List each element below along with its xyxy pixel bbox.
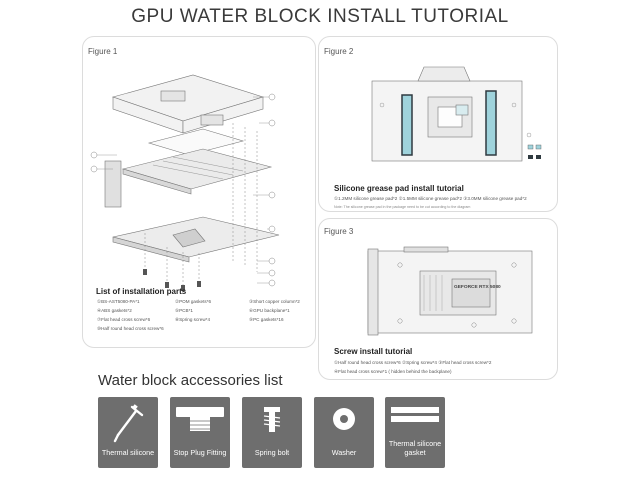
syringe-icon [113, 404, 144, 443]
pcb-board [121, 148, 273, 190]
pad-section-title: Silicone grease pad install tutorial [334, 184, 464, 193]
part-item: ②POM gaskets*6 [175, 299, 212, 304]
screw-layout-diagram [367, 246, 533, 336]
parts-list-title: List of installation parts [96, 287, 187, 296]
screw-list-line-1: ①Half round head cross screw*6 ②Spring s… [334, 360, 492, 365]
accessory-thermal-gasket: Thermal silicone gasket [385, 397, 445, 468]
accessories-title: Water block accessories list [98, 372, 283, 389]
plug-icon [176, 407, 224, 431]
accessory-label: Spring bolt [254, 448, 290, 457]
pad-strip-left [401, 94, 413, 156]
screw-list-line-2: ④Flat head cross screw*1 ( hidden behind… [334, 369, 452, 374]
part-item: ⑧Spring screw*4 [175, 317, 211, 322]
figure-3-panel: Figure 3 GEFORCE RTX 5080 Screw install … [318, 218, 558, 380]
accessory-label: Stop Plug Fitting [173, 448, 227, 457]
part-item: ③Short copper column*2 [249, 299, 300, 304]
accessory-label: Thermal silicone [101, 448, 155, 457]
pad-layout-diagram [371, 66, 542, 162]
washer-icon [333, 408, 355, 430]
figure-2-panel: Figure 2 Silicone grease pad install tut… [318, 36, 558, 212]
accessory-label: Washer [331, 448, 357, 457]
gasket-icon [391, 407, 439, 422]
figure-1-label: Figure 1 [88, 47, 118, 56]
part-item: ⑨PC gaskets*16 [249, 317, 284, 322]
accessory-thermal-silicone: Thermal silicone [98, 397, 158, 468]
accessory-washer: Washer [314, 397, 374, 468]
accessory-stop-plug: Stop Plug Fitting [170, 397, 230, 468]
accessory-spring-bolt: Spring bolt [242, 397, 302, 468]
part-item: ⑩Half round head cross screw*6 [97, 326, 164, 331]
exploded-view-diagram [90, 74, 280, 291]
part-item: ⑤PCB*1 [175, 308, 193, 313]
part-item: ⑥GPU backplane*1 [249, 308, 290, 313]
screw-section-title: Screw install tutorial [334, 347, 413, 356]
page-title: GPU WATER BLOCK INSTALL TUTORIAL [131, 6, 509, 27]
part-item: ④ABS gaskets*2 [97, 308, 132, 313]
bolt-icon [263, 407, 281, 432]
board-model-text: GEFORCE RTX 5080 [454, 285, 501, 290]
pad-note: Note: The silicone grease pad in the pac… [334, 205, 471, 209]
figure-2-label: Figure 2 [324, 47, 354, 56]
part-item: ⑦Flat head cross screw*6 [97, 317, 151, 322]
pad-list-line: ①1.2MM silicone grease pad*2 ②1.5MM sili… [334, 196, 527, 201]
figure-3-label: Figure 3 [324, 227, 354, 236]
accessory-label: Thermal silicone gasket [388, 439, 442, 457]
figure-1-panel: Figure 1 [82, 36, 316, 348]
part-item: ①BS-AST5080-PA*1 [97, 299, 140, 304]
pad-strip-right [485, 90, 497, 156]
